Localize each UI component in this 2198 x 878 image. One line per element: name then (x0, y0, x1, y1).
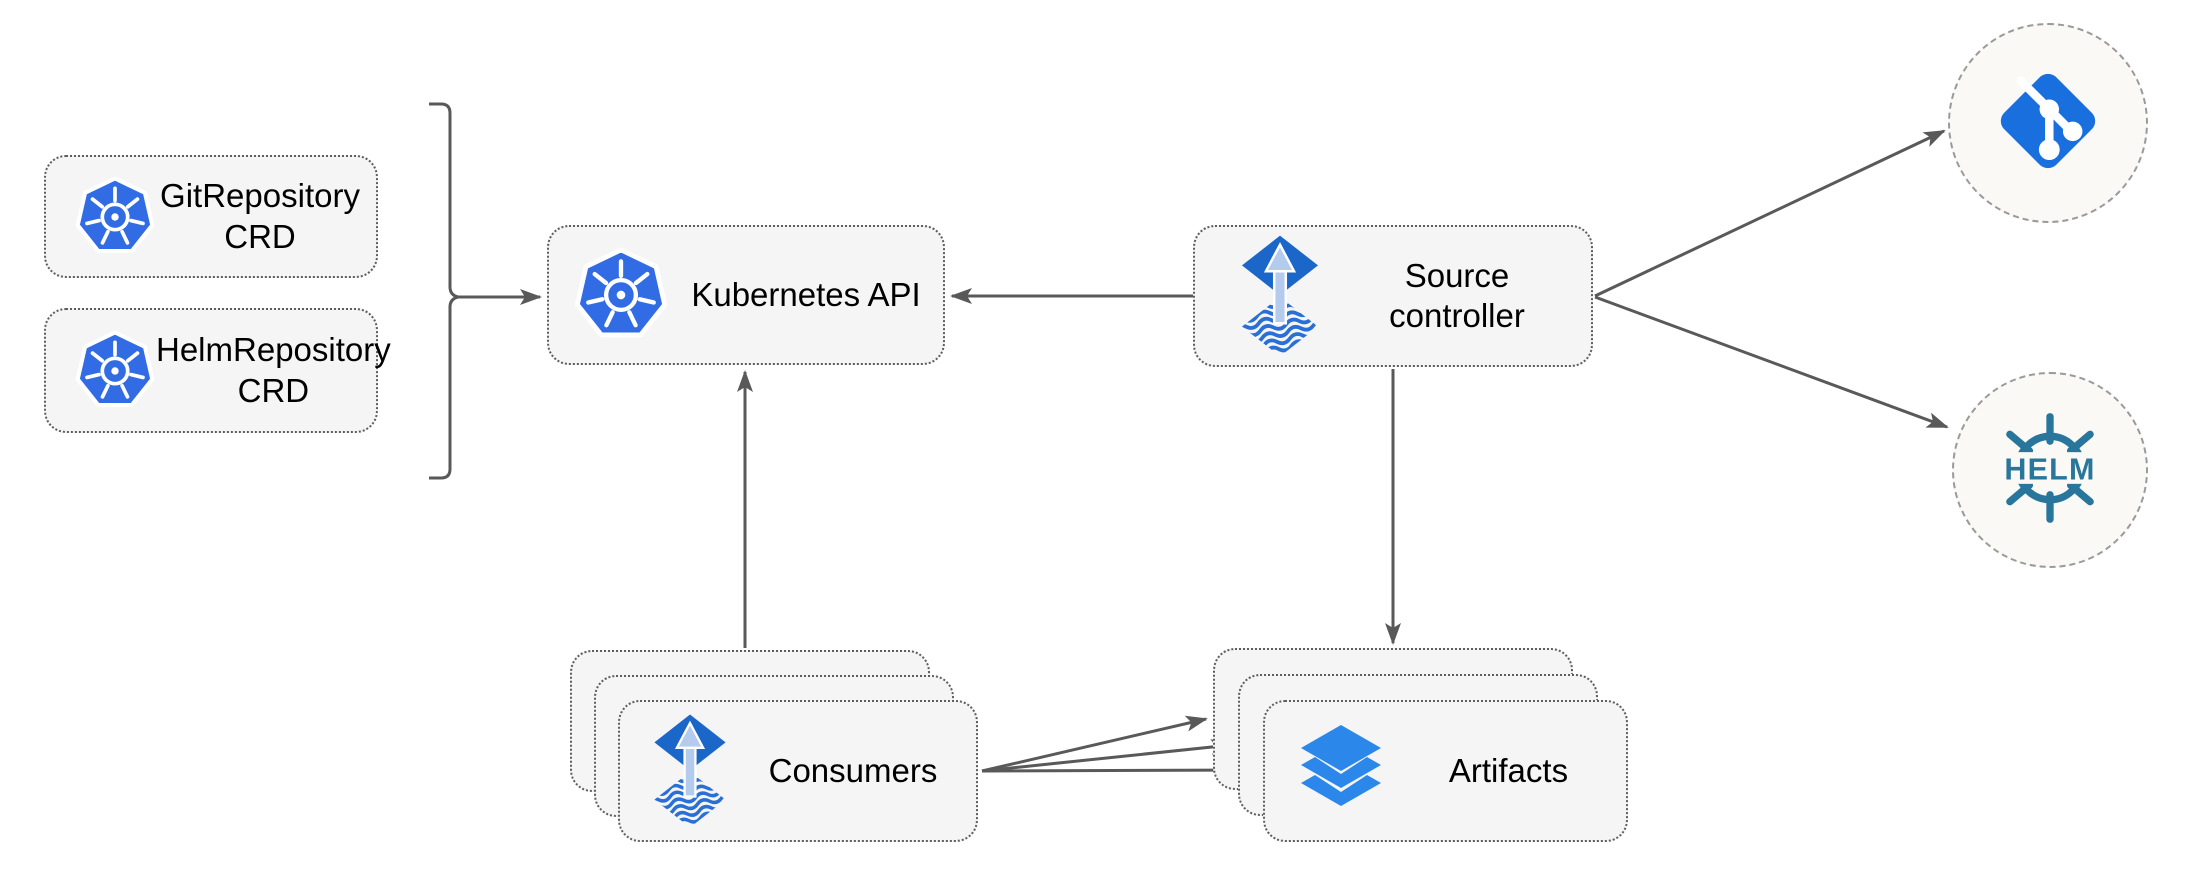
node-kubernetes-api: Kubernetes API (547, 225, 945, 365)
node-label: Kubernetes API (691, 275, 921, 313)
kubernetes-icon (573, 247, 669, 343)
node-git-remote (1948, 23, 2148, 223)
node-helm-remote: HELM (1952, 372, 2148, 568)
node-label: GitRepository CRD (160, 177, 360, 255)
crd-group-bracket (429, 102, 459, 480)
edge-source-to-git (1594, 129, 1946, 298)
node-artifacts: Artifacts (1263, 700, 1628, 842)
node-helmrepository-crd: HelmRepository CRD (44, 308, 391, 433)
edge-source-to-helm (1594, 295, 1949, 429)
edge-consumers-to-artifacts-1 (981, 715, 1208, 773)
kubernetes-icon (74, 329, 156, 412)
node-label: Source controller (1389, 256, 1525, 334)
edge-consumers-to-artifacts-3 (981, 762, 1258, 779)
flux-icon (1237, 234, 1323, 358)
node-label: HelmRepository CRD (156, 331, 391, 409)
helm-logo-text: HELM (2004, 452, 2095, 486)
edge-consumers-to-artifacts-2 (981, 739, 1233, 773)
kubernetes-icon (74, 175, 156, 258)
node-source-controller: Source controller (1193, 225, 1593, 367)
node-label: Consumers (768, 751, 938, 789)
git-icon (1983, 56, 2113, 191)
node-consumers: Consumers (618, 700, 978, 842)
helm-icon: HELM (1989, 407, 2111, 534)
node-gitrepository-crd: GitRepository CRD (44, 155, 378, 278)
node-label: Artifacts (1448, 751, 1569, 789)
flux-icon (650, 713, 730, 829)
layers-icon (1291, 721, 1391, 821)
